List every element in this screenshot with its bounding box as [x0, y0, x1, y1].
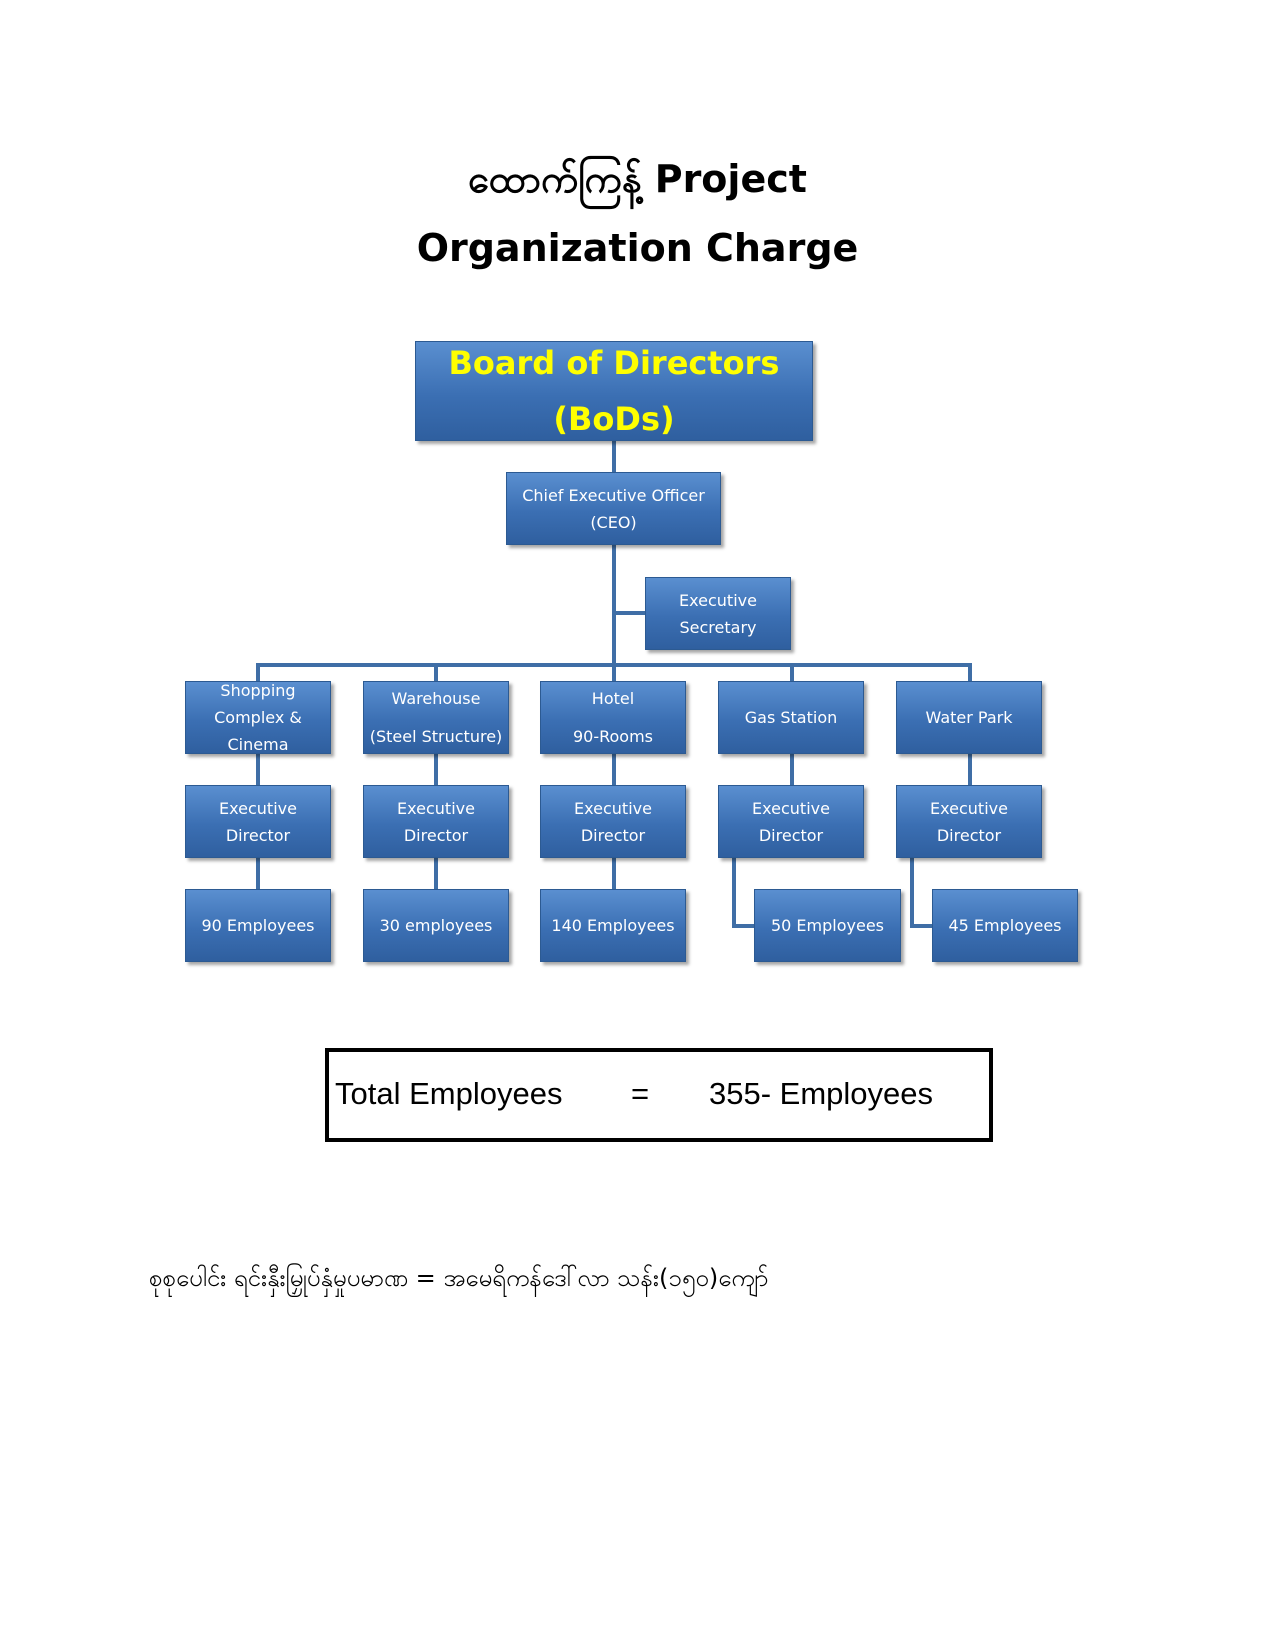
connector [612, 663, 616, 889]
secretary-label-2: Secretary [679, 617, 757, 637]
employees-label: 50 Employees [770, 916, 885, 935]
investment-note: စုစုပေါင်း ရင်းနှီးမြှုပ်နှံမှုပမာဏ = အမ… [149, 1264, 769, 1292]
connector [732, 924, 756, 928]
employees-box: 90 Employees [185, 889, 331, 962]
director-label: Executive Director [397, 798, 475, 845]
secretary-label-1: Executive [679, 590, 757, 610]
ceo-box: Chief Executive Officer (CEO) [506, 472, 721, 545]
unit-box-gas-station: Gas Station [718, 681, 864, 754]
executive-director-box: Executive Director [718, 785, 864, 858]
executive-director-box: Executive Director [896, 785, 1042, 858]
employees-label: 90 Employees [201, 916, 315, 935]
executive-director-box: Executive Director [363, 785, 509, 858]
total-employees-box: Total Employees = 355- Employees [325, 1048, 993, 1142]
ceo-label: Chief Executive Officer [522, 485, 705, 505]
connector [910, 858, 914, 928]
unit-name: Hotel [591, 688, 635, 708]
employees-box: 45 Employees [932, 889, 1078, 962]
employees-label: 30 employees [379, 916, 493, 935]
connector [732, 858, 736, 928]
director-label: Executive Director [219, 798, 297, 845]
total-value: 355- Employees [709, 1076, 934, 1111]
director-label: Executive Director [574, 798, 652, 845]
unit-name: 90-Rooms [572, 726, 654, 746]
unit-name: Complex & [214, 708, 302, 727]
unit-name: Cinema [227, 735, 289, 754]
chart-title: Organization Charge [416, 226, 859, 270]
connector [612, 611, 646, 615]
executive-director-box: Executive Director [185, 785, 331, 858]
connector [434, 663, 438, 889]
bod-label: Board of Directors [448, 344, 780, 382]
employees-box: 140 Employees [540, 889, 686, 962]
total-equals: = [631, 1076, 650, 1111]
employees-box: 50 Employees [754, 889, 901, 962]
total-label: Total Employees [335, 1076, 563, 1111]
executive-secretary-box: Executive Secretary [645, 577, 791, 650]
unit-box-water-park: Water Park [896, 681, 1042, 754]
unit-name: Shopping [220, 681, 296, 700]
connector [910, 924, 934, 928]
unit-name: Gas Station [744, 708, 838, 727]
connector [256, 663, 260, 889]
employees-box: 30 employees [363, 889, 509, 962]
bod-abbrev: (BoDs) [553, 400, 675, 438]
executive-director-box: Executive Director [540, 785, 686, 858]
ceo-abbrev: (CEO) [590, 512, 637, 532]
project-title: ထောက်ကြန့် Project [468, 157, 807, 201]
board-of-directors-box: Board of Directors (BoDs) [415, 341, 813, 441]
employees-label: 45 Employees [948, 916, 1062, 935]
connector [612, 441, 616, 665]
unit-box-shopping: Shopping Complex & Cinema [185, 681, 331, 754]
unit-name: Warehouse [391, 688, 481, 708]
unit-name: Water Park [925, 708, 1013, 727]
director-label: Executive Director [752, 798, 830, 845]
unit-box-hotel: Hotel 90-Rooms [540, 681, 686, 754]
director-label: Executive Director [930, 798, 1008, 845]
unit-name: (Steel Structure) [369, 726, 503, 746]
employees-label: 140 Employees [551, 916, 675, 935]
unit-box-warehouse: Warehouse (Steel Structure) [363, 681, 509, 754]
